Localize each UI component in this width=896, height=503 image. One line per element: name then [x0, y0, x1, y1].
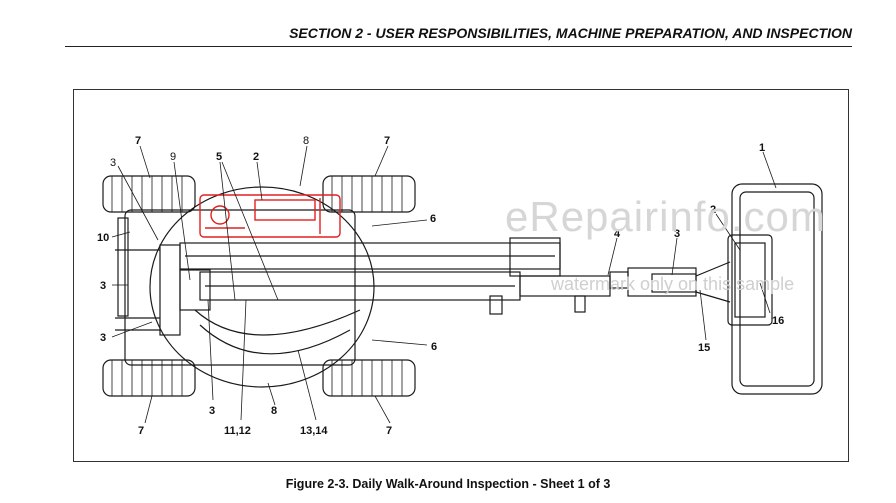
callout-3-boom: 3: [674, 228, 680, 240]
callout-7-rear-left: 7: [384, 135, 390, 147]
callout-3-lower-left: 3: [100, 332, 106, 344]
callout-15: 15: [698, 342, 710, 354]
page-header: SECTION 2 - USER RESPONSIBILITIES, MACHI…: [0, 0, 896, 48]
watermark-text: eRepairinfo.com: [505, 193, 826, 240]
callout-3-bottom: 3: [209, 405, 215, 417]
figure-caption: Figure 2-3. Daily Walk-Around Inspection…: [285, 477, 611, 491]
callout-1: 1: [759, 142, 765, 154]
tire-rear-left: [322, 175, 416, 213]
callout-7-front-right: 7: [138, 425, 144, 437]
header-rule: [65, 46, 852, 47]
callout-10: 10: [97, 232, 109, 244]
callout-6-bottom: 6: [431, 341, 437, 353]
callout-3-left: 3: [100, 280, 106, 292]
callout-7-rear-right: 7: [386, 425, 392, 437]
callout-11-12: 11,12: [224, 425, 251, 437]
tire-front-right: [102, 359, 196, 397]
callout-7-front-left: 7: [135, 135, 141, 147]
callout-16: 16: [772, 315, 784, 327]
tire-front-left: [102, 175, 196, 213]
callout-13-14: 13,14: [300, 425, 328, 437]
callout-3-top-left: 3: [110, 157, 116, 169]
callout-2-platform: 2: [710, 204, 716, 216]
callout-4: 4: [614, 228, 621, 240]
watermark-subtext: watermark only on this sample: [551, 274, 795, 294]
section-title: SECTION 2 - USER RESPONSIBILITIES, MACHI…: [289, 25, 852, 41]
callout-8-top: 8: [303, 135, 309, 147]
callout-8-bottom: 8: [271, 405, 277, 417]
callout-9: 9: [170, 151, 176, 163]
callout-2-engine: 2: [253, 151, 259, 163]
tire-rear-right: [322, 359, 416, 397]
callout-6-top: 6: [430, 213, 436, 225]
callout-5: 5: [216, 151, 222, 163]
figure-frame: [73, 89, 849, 462]
